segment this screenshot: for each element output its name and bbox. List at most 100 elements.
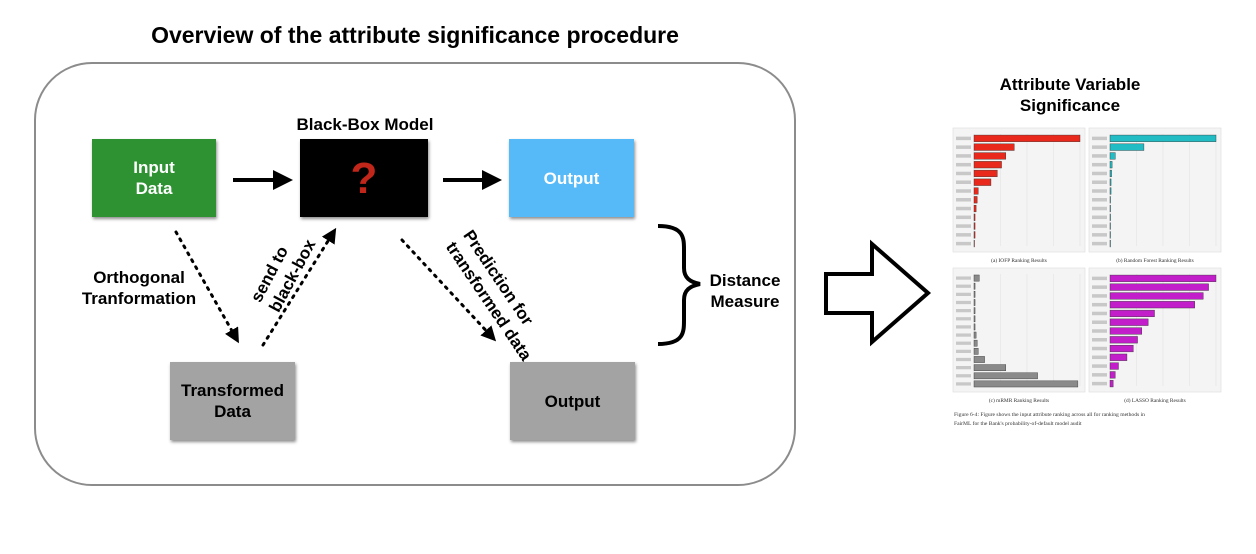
tick-label-placeholder — [1092, 294, 1107, 298]
tick-label-placeholder — [1092, 320, 1107, 324]
tick-label-placeholder — [956, 341, 971, 345]
tick-label-placeholder — [956, 292, 971, 296]
tick-label-placeholder — [956, 357, 971, 362]
ranking-bar — [1109, 336, 1138, 344]
ranking-panel-2 — [1088, 127, 1222, 253]
tick-label-placeholder — [1092, 145, 1107, 149]
attribute-significance-title: Attribute Variable Significance — [970, 74, 1170, 116]
orthogonal-transformation-label: Orthogonal Tranformation — [44, 267, 234, 309]
transformed-data-line1: Transformed — [181, 381, 284, 400]
tick-label-placeholder — [956, 233, 971, 237]
transformed-data-line2: Data — [214, 402, 251, 421]
tick-label-placeholder — [956, 136, 971, 141]
panel-caption: (a) IOFP Ranking Results — [991, 257, 1047, 264]
ranking-bar — [1109, 274, 1217, 282]
ranking-bar — [973, 356, 985, 363]
output-top-box: Output — [509, 139, 634, 217]
tick-label-placeholder — [956, 180, 971, 184]
figure-caption-line1: Figure 6-4: Figure shows the input attri… — [954, 411, 1145, 418]
ranking-bar — [1109, 152, 1116, 160]
tick-label-placeholder — [956, 325, 971, 329]
tick-label-placeholder — [956, 366, 971, 370]
diagram-title: Overview of the attribute significance p… — [151, 22, 679, 48]
tick-label-placeholder — [956, 215, 971, 220]
tick-label-placeholder — [1092, 302, 1107, 307]
tick-label-placeholder — [1092, 215, 1107, 220]
tick-label-placeholder — [1092, 162, 1107, 167]
tick-label-placeholder — [1092, 355, 1107, 360]
ranking-bar — [973, 291, 976, 298]
ranking-bar — [1109, 353, 1128, 361]
ranking-bar — [1109, 178, 1112, 186]
ranking-bar — [973, 231, 976, 239]
tick-label-placeholder — [1092, 206, 1107, 211]
ranking-bar — [973, 372, 1038, 380]
tick-label-placeholder — [1092, 276, 1107, 281]
ranking-panel-1 — [952, 127, 1086, 253]
ranking-bar — [973, 307, 976, 314]
tick-label-placeholder — [1092, 189, 1107, 193]
procedure-frame — [34, 62, 796, 486]
blackbox-model-box: ? — [300, 139, 428, 217]
output-bottom-label: Output — [544, 391, 601, 411]
ranking-bar — [1109, 292, 1204, 300]
tick-label-placeholder — [1092, 224, 1107, 228]
tick-label-placeholder — [1092, 241, 1107, 246]
orthogonal-line2: Tranformation — [81, 289, 197, 308]
tick-label-placeholder — [956, 145, 971, 149]
tick-label-placeholder — [1092, 364, 1107, 368]
hollow-arrow-icon — [824, 239, 932, 347]
ranking-bar — [1109, 231, 1111, 239]
orthogonal-line1: Orthogonal — [93, 268, 185, 287]
ranking-bar — [973, 143, 1015, 151]
tick-label-placeholder — [1092, 171, 1107, 176]
ranking-bar — [973, 134, 1081, 142]
ranking-bar — [973, 348, 979, 355]
ranking-bar — [1109, 143, 1145, 151]
ranking-bar — [973, 196, 978, 204]
panel-caption: (c) mRMR Ranking Results — [989, 397, 1049, 404]
ranking-bar — [1109, 283, 1209, 291]
ranking-bar — [1109, 301, 1196, 309]
ranking-bar — [973, 331, 977, 339]
panel-caption: (d) LASSO Ranking Results — [1124, 397, 1186, 404]
ranking-bar — [973, 274, 980, 282]
tick-label-placeholder — [956, 154, 971, 158]
ranking-bar — [1109, 327, 1142, 335]
ranking-bar — [1109, 169, 1112, 177]
tick-label-placeholder — [1092, 233, 1107, 237]
dotted-arrow-prediction — [400, 238, 497, 342]
ranking-bar — [1109, 362, 1119, 370]
tick-label-placeholder — [956, 224, 971, 228]
ranking-bar — [973, 205, 977, 213]
tick-label-placeholder — [956, 276, 971, 280]
distance-line1: Distance — [709, 271, 781, 290]
output-top-label: Output — [543, 168, 600, 188]
tick-label-placeholder — [1092, 373, 1107, 377]
tick-label-placeholder — [1092, 285, 1107, 289]
ranking-bar — [1109, 187, 1112, 195]
dotted-arrow-orthogonal — [174, 230, 239, 344]
tick-label-placeholder — [1092, 381, 1107, 386]
tick-label-placeholder — [1092, 329, 1107, 333]
ranking-bar — [1109, 345, 1134, 353]
tick-label-placeholder — [956, 309, 971, 313]
ranking-bar — [973, 315, 976, 323]
ranking-bar — [973, 169, 998, 177]
tick-label-placeholder — [956, 171, 971, 176]
ranking-bar — [973, 161, 1002, 169]
ranking-bar — [1109, 318, 1149, 326]
tick-label-placeholder — [956, 349, 971, 353]
output-bottom-box: Output — [510, 362, 635, 440]
tick-label-placeholder — [1092, 346, 1107, 351]
ranking-bar — [973, 187, 979, 195]
ranking-bar — [1109, 134, 1217, 142]
tick-label-placeholder — [956, 333, 971, 337]
ranking-bar — [973, 222, 976, 230]
tick-label-placeholder — [1092, 180, 1107, 184]
tick-label-placeholder — [1092, 338, 1107, 342]
ranking-bar — [973, 339, 978, 347]
tick-label-placeholder — [956, 162, 971, 167]
